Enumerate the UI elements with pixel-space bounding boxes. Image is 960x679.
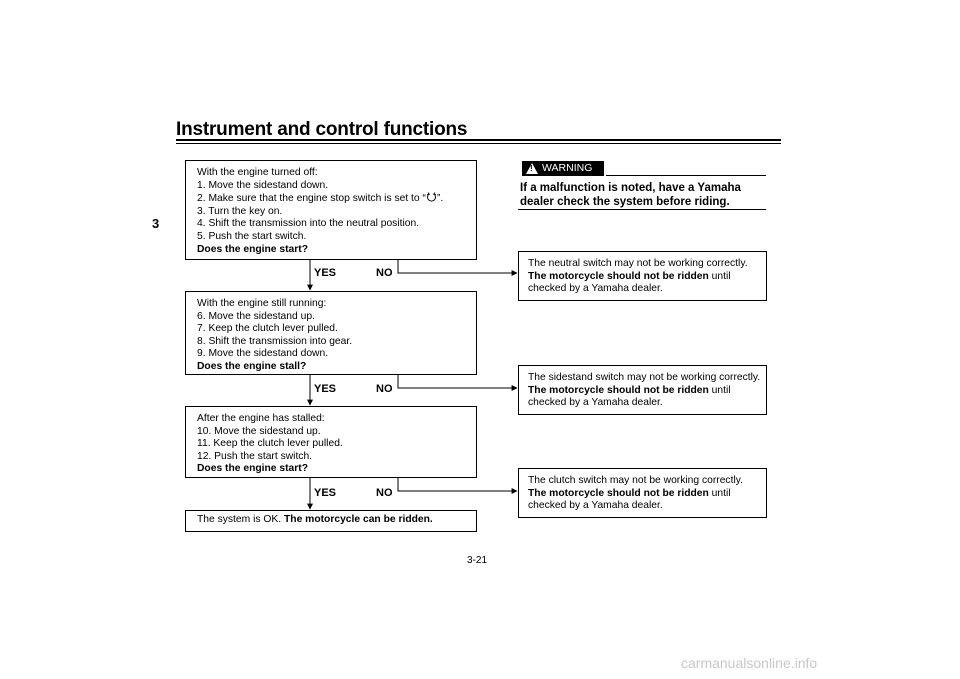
result-bold: The motorcycle should not be ridden <box>528 487 709 499</box>
step1-line: 3. Turn the key on. <box>197 205 283 217</box>
title-rule-thick <box>176 139 781 141</box>
step2-line: 6. Move the sidestand up. <box>197 310 315 322</box>
result-text: The neutral switch may not be working co… <box>528 258 748 269</box>
warning-triangle-icon <box>526 163 538 174</box>
watermark: carmanualsonline.info <box>681 655 818 671</box>
result-after: until <box>711 384 731 396</box>
step-box-2: With the engine still running: 6. Move t… <box>185 291 477 375</box>
page-number: 3-21 <box>467 555 488 566</box>
no-connector-3 <box>397 478 518 494</box>
no-label-3: NO <box>376 487 393 499</box>
title-rule-thin <box>176 143 781 144</box>
step2-line: With the engine still running: <box>197 298 327 309</box>
step1-line: 5. Push the start switch. <box>197 230 307 242</box>
result-bold: The motorcycle should not be ridden <box>528 384 709 396</box>
warning-rule-top <box>606 175 766 176</box>
warning-rule-bottom <box>518 209 766 210</box>
warning-text: If a malfunction is noted, have a Yamaha… <box>520 182 741 208</box>
yes-label-1: YES <box>314 267 337 279</box>
engine-run-symbol-icon <box>426 192 436 202</box>
yes-label-3: YES <box>314 487 337 499</box>
step3-line: 10. Move the sidestand up. <box>197 425 321 437</box>
step1-question: Does the engine start? <box>197 243 308 255</box>
page-title: Instrument and control functions <box>176 119 468 140</box>
result-warning-line: The motorcycle should not be ridden unti… <box>528 271 757 284</box>
result-last: checked by a Yamaha dealer. <box>528 283 663 295</box>
step-box-1: With the engine turned off: 1. Move the … <box>185 160 477 260</box>
step3-line: After the engine has stalled: <box>197 413 325 424</box>
step-box-3: After the engine has stalled: 10. Move t… <box>185 406 477 478</box>
step1-line: With the engine turned off: <box>197 167 318 178</box>
result-last: checked by a Yamaha dealer. <box>528 397 663 409</box>
no-connector-2 <box>397 375 518 391</box>
step1-line-engine-stop: 2. Make sure that the engine stop switch… <box>197 192 465 206</box>
step1-line: 1. Move the sidestand down. <box>197 179 329 191</box>
result-warning-line: The motorcycle should not be ridden unti… <box>528 488 757 501</box>
step3-question: Does the engine start? <box>197 463 308 475</box>
result-last: checked by a Yamaha dealer. <box>528 500 663 512</box>
step1-line: 4. Shift the transmission into the neutr… <box>197 218 420 230</box>
result-bold: The motorcycle should not be ridden <box>528 270 709 282</box>
result-box-sidestand-switch: The sidestand switch may not be working … <box>518 365 767 415</box>
no-label-1: NO <box>376 267 393 279</box>
step2-question: Does the engine stall? <box>197 360 307 372</box>
warning-badge-label: WARNING <box>542 162 593 174</box>
step2-line: 9. Move the sidestand down. <box>197 348 329 360</box>
no-label-2: NO <box>376 383 393 395</box>
step1-line-part: 2. Make sure that the engine stop switch… <box>197 193 426 205</box>
result-after: until <box>711 487 731 499</box>
system-ok-text: The system is OK. <box>197 514 282 525</box>
result-box-clutch-switch: The clutch switch may not be working cor… <box>518 468 767 518</box>
result-box-neutral-switch: The neutral switch may not be working co… <box>518 251 767 301</box>
system-ok-box: The system is OK. The motorcycle can be … <box>185 510 477 532</box>
step2-line: 7. Keep the clutch lever pulled. <box>197 323 338 335</box>
step2-line: 8. Shift the transmission into gear. <box>197 335 353 347</box>
no-connector-1 <box>397 260 518 276</box>
system-ok-line: The system is OK. The motorcycle can be … <box>197 514 465 527</box>
step3-line: 11. Keep the clutch lever pulled. <box>197 438 343 450</box>
system-ok-bold: The motorcycle can be ridden. <box>284 514 433 525</box>
result-after: until <box>711 270 731 282</box>
result-warning-line: The motorcycle should not be ridden unti… <box>528 385 757 398</box>
warning-badge: WARNING <box>522 161 604 176</box>
chapter-number: 3 <box>152 216 160 231</box>
result-text: The clutch switch may not be working cor… <box>528 475 743 486</box>
step1-line-part: ”. <box>436 193 444 205</box>
result-text: The sidestand switch may not be working … <box>528 372 761 383</box>
yes-label-2: YES <box>314 383 337 395</box>
step3-line: 12. Push the start switch. <box>197 450 313 462</box>
